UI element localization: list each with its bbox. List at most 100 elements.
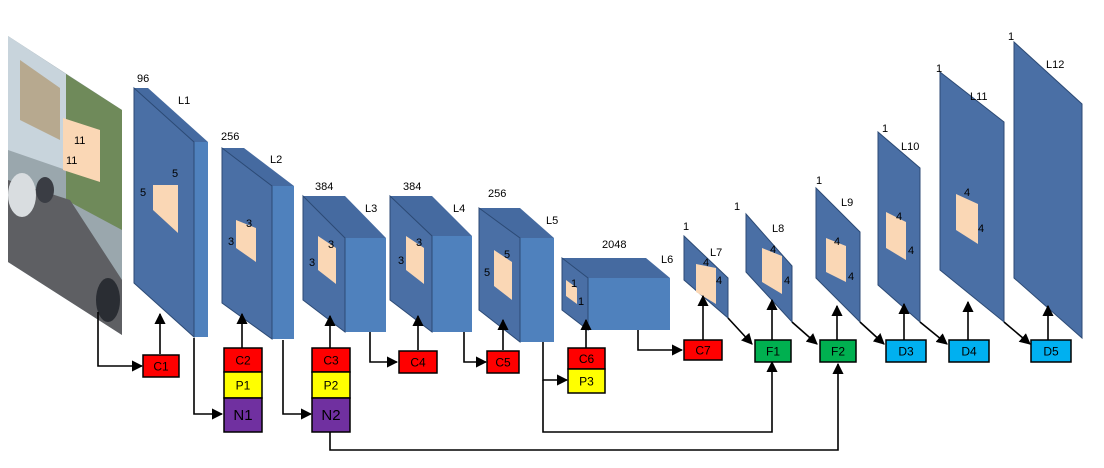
- kernel-patch: [696, 264, 716, 304]
- kernel-patch: [762, 248, 782, 294]
- layer-side-face: [194, 142, 208, 337]
- op-label: P3: [579, 375, 594, 389]
- kernel-h-label: 3: [309, 257, 315, 269]
- layer-top-face: [134, 88, 208, 142]
- input-image: 11 11: [8, 36, 122, 335]
- op-label: C4: [410, 356, 426, 370]
- op-box-N1: N1: [223, 397, 263, 433]
- layer-L1: 96 L1 5 5: [133, 73, 208, 339]
- op-box-D4: D4: [948, 339, 990, 363]
- op-label: C5: [495, 356, 511, 370]
- input-kernel-w: 11: [74, 135, 85, 147]
- layer-depth-label: 96: [137, 73, 149, 85]
- layer-top-face: [303, 196, 386, 238]
- layer-L5: 256 L5 5 5: [478, 188, 558, 344]
- op-label: N1: [233, 407, 252, 424]
- layer-name-label: L1: [178, 95, 190, 107]
- connector-arrow: [329, 362, 844, 451]
- layer-side-face: [520, 238, 554, 342]
- kernel-w-label: 3: [246, 218, 252, 230]
- car-shape: [96, 278, 120, 322]
- kernel-w-label: 5: [172, 168, 178, 180]
- connector-arrow: [542, 342, 569, 386]
- layer-name-label: L5: [546, 215, 558, 227]
- layer-depth-label: 1: [882, 123, 888, 135]
- op-box-F2: F2: [819, 339, 857, 363]
- layer-depth-label: 384: [315, 181, 333, 193]
- layer-depth-label: 256: [488, 188, 506, 200]
- connector-arrow: [193, 338, 224, 420]
- layer-top-face: [390, 196, 472, 236]
- layer-side-face: [272, 186, 294, 339]
- op-label: C6: [579, 352, 595, 366]
- op-label: F2: [831, 345, 845, 359]
- connector-arrow: [791, 321, 818, 345]
- layer-L9: 1 L9 4 4: [815, 175, 861, 324]
- connector-arrow: [727, 317, 753, 345]
- layer-L6: 2048 L6 1 1: [561, 239, 673, 332]
- op-box-N2: N2: [311, 397, 351, 433]
- kernel-w-label: 4: [896, 211, 902, 223]
- input-kernel-h: 11: [66, 155, 77, 167]
- op-box-P2: P2: [311, 371, 351, 399]
- connector-arrow: [369, 332, 399, 368]
- connector-arrow: [637, 330, 684, 356]
- layer-plane: [939, 70, 1005, 324]
- kernel-w-label: 5: [504, 249, 510, 261]
- op-box-C5: C5: [486, 350, 520, 374]
- connector-arrow: [1003, 321, 1031, 345]
- layer-L10: 1 L10 4 4: [877, 123, 921, 324]
- kernel-h-label: 1: [578, 296, 584, 308]
- op-boxes: C1 C2 P1 N1 C3 P2 N2 C4 C5 C6 P3 C7 F1 F…: [142, 339, 1072, 433]
- layer-side-face: [588, 278, 670, 330]
- kernel-w-label: 3: [328, 239, 334, 251]
- op-box-C1: C1: [142, 354, 180, 378]
- layer-L7: 1 L7 4 4: [683, 221, 729, 320]
- op-label: D3: [898, 345, 914, 359]
- op-label: N2: [321, 407, 340, 424]
- kernel-patch: [494, 250, 512, 300]
- layer-depth-label: 384: [403, 181, 421, 193]
- op-box-D3: D3: [885, 339, 927, 363]
- layer-depth-label: 256: [221, 131, 239, 143]
- layer-name-label: L12: [1046, 59, 1064, 71]
- kernel-h-label: 3: [398, 255, 404, 267]
- building-region: [20, 60, 60, 140]
- kernel-patch: [956, 194, 978, 244]
- connector-arrow: [919, 321, 948, 345]
- layer-name-label: L6: [661, 254, 673, 266]
- kernel-h-label: 3: [228, 236, 234, 248]
- layer-L2: 256 L2 3 3: [221, 131, 294, 340]
- layer-top-face: [479, 208, 554, 238]
- layer-L4: 384 L4 3 3: [389, 181, 472, 334]
- car-shape: [8, 173, 36, 217]
- layer-side-face: [345, 238, 386, 332]
- op-label: P2: [324, 379, 339, 393]
- kernel-w-label: 3: [416, 237, 422, 249]
- kernel-h-label: 4: [908, 245, 914, 257]
- kernel-w-label: 4: [770, 244, 776, 256]
- connector-arrow: [97, 312, 144, 372]
- op-box-D5: D5: [1030, 339, 1072, 363]
- kernel-patch: [826, 238, 846, 282]
- layer-name-label: L7: [710, 247, 722, 259]
- layer-name-label: L9: [841, 197, 853, 209]
- layer-depth-label: 1: [734, 201, 740, 213]
- kernel-patch: [318, 236, 336, 284]
- layer-name-label: L3: [365, 203, 377, 215]
- layer-side-face: [432, 236, 472, 332]
- op-label: C7: [695, 344, 711, 358]
- kernel-patch: [566, 280, 577, 304]
- kernel-patch: [153, 185, 178, 233]
- layer-L12: 1 L12: [1008, 31, 1083, 340]
- kernel-w-label: 4: [703, 257, 709, 269]
- layer-top-face: [562, 258, 670, 278]
- kernel-w-label: 4: [964, 187, 970, 199]
- layer-depth-label: 1: [683, 221, 689, 233]
- kernel-h-label: 4: [784, 275, 790, 287]
- kernel-h-label: 5: [484, 267, 490, 279]
- layer-depth-label: 1: [936, 63, 942, 75]
- op-box-P3: P3: [567, 368, 606, 394]
- layer-depth-label: 1: [1008, 31, 1014, 43]
